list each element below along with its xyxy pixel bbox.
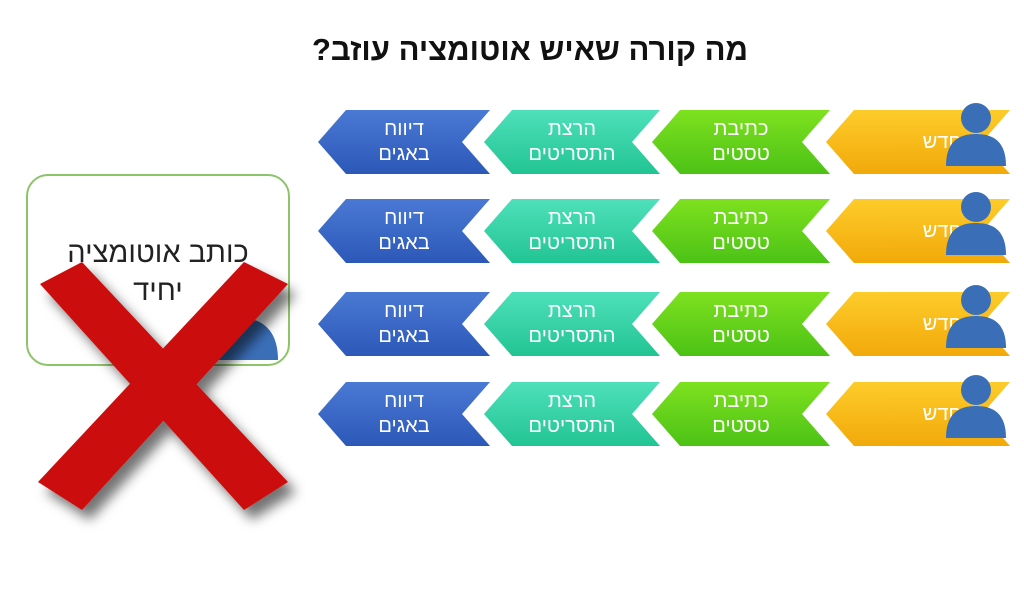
write-tests-step: כתיבת טסטים xyxy=(652,382,830,446)
step-label: התסריטים xyxy=(528,325,616,347)
step-label: טסטים xyxy=(712,415,770,437)
step-label: כתיבת xyxy=(713,207,769,229)
step-label: הרצת xyxy=(547,207,597,229)
step-label: טסטים xyxy=(712,143,770,165)
step-label: התסריטים xyxy=(528,232,616,254)
person-icon xyxy=(946,375,1006,438)
person-icon xyxy=(946,285,1006,348)
write-tests-step: כתיבת טסטים xyxy=(652,199,830,263)
report-bugs-step: דיווח באגים xyxy=(318,110,490,174)
single-writer-label: כותב אוטומציה יחיד xyxy=(26,234,290,310)
step-label: הרצת xyxy=(547,390,597,412)
step-label: טסטים xyxy=(712,325,770,347)
step-label: דיווח xyxy=(384,118,424,140)
run-scripts-step: הרצת התסריטים xyxy=(484,199,660,263)
run-scripts-step: הרצת התסריטים xyxy=(484,382,660,446)
step-label: דיווח xyxy=(384,300,424,322)
step-label: כתיבת xyxy=(713,118,769,140)
write-tests-step: כתיבת טסטים xyxy=(652,292,830,356)
step-label: הרצת xyxy=(547,300,597,322)
step-label: באגים xyxy=(378,143,430,165)
step-label: באגים xyxy=(378,415,430,437)
step-label: דיווח xyxy=(384,390,424,412)
step-label: דיווח xyxy=(384,207,424,229)
run-scripts-step: הרצת התסריטים xyxy=(484,292,660,356)
report-bugs-step: דיווח באגים xyxy=(318,292,490,356)
step-label: התסריטים xyxy=(528,415,616,437)
step-label: כתיבת xyxy=(713,390,769,412)
report-bugs-step: דיווח באגים xyxy=(318,199,490,263)
run-scripts-step: הרצת התסריטים xyxy=(484,110,660,174)
write-tests-step: כתיבת טסטים xyxy=(652,110,830,174)
step-label: באגים xyxy=(378,232,430,254)
person-icon xyxy=(946,192,1006,255)
person-icon xyxy=(946,103,1006,166)
page-title: מה קורה שאיש אוטומציה עוזב? xyxy=(311,32,749,67)
step-label: כתיבת xyxy=(713,300,769,322)
step-label: טסטים xyxy=(712,232,770,254)
step-label: הרצת xyxy=(547,118,597,140)
cross-x-icon xyxy=(38,262,288,510)
step-label: באגים xyxy=(378,325,430,347)
single-writer-line: כותב אוטומציה xyxy=(67,237,249,269)
report-bugs-step: דיווח באגים xyxy=(318,382,490,446)
step-label: התסריטים xyxy=(528,143,616,165)
single-writer-line: יחיד xyxy=(133,275,183,307)
